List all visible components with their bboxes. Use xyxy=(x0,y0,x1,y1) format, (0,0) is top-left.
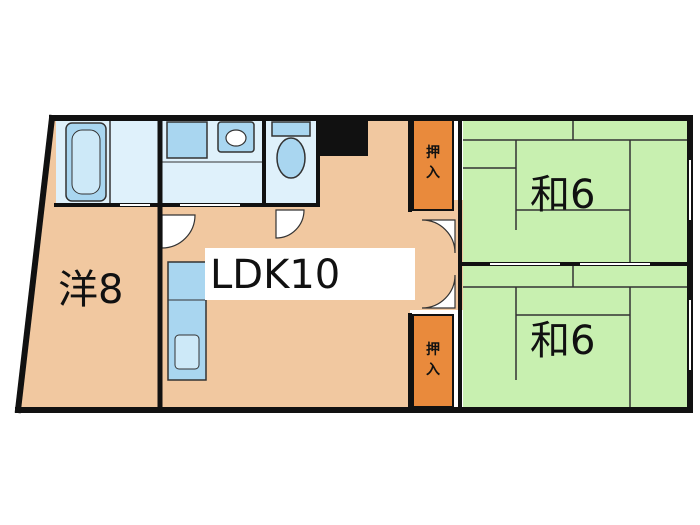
washing-machine-icon xyxy=(166,121,208,159)
tatami-lines-bottom xyxy=(463,265,688,410)
closet-top-label-2: 入 xyxy=(426,165,440,181)
walls xyxy=(14,114,693,414)
ldk-label: LDK10 xyxy=(210,252,340,298)
western-room-label: 洋8 xyxy=(58,267,123,313)
closet-bottom xyxy=(412,314,454,408)
tatami-lines-top xyxy=(463,118,688,263)
japanese-room-top-floor xyxy=(463,118,688,263)
toilet-tank-icon xyxy=(271,121,311,137)
kitchen-sink-icon xyxy=(174,334,200,370)
japanese-room-bottom-floor xyxy=(463,265,688,410)
windows xyxy=(120,160,691,370)
closet-bottom-label-2: 入 xyxy=(426,362,440,378)
toilet-bowl-icon xyxy=(276,137,306,179)
door-swings xyxy=(161,209,456,309)
japanese-room-top-label: 和6 xyxy=(530,172,595,218)
pillar xyxy=(318,118,368,156)
closet-top xyxy=(412,117,454,211)
japanese-room-bottom-label: 和6 xyxy=(530,318,595,364)
closet-bottom-label-1: 押 xyxy=(426,341,440,358)
closet-top-label-1: 押 xyxy=(426,144,440,161)
hall-floor xyxy=(410,200,465,310)
ldk-label-background xyxy=(205,248,415,300)
